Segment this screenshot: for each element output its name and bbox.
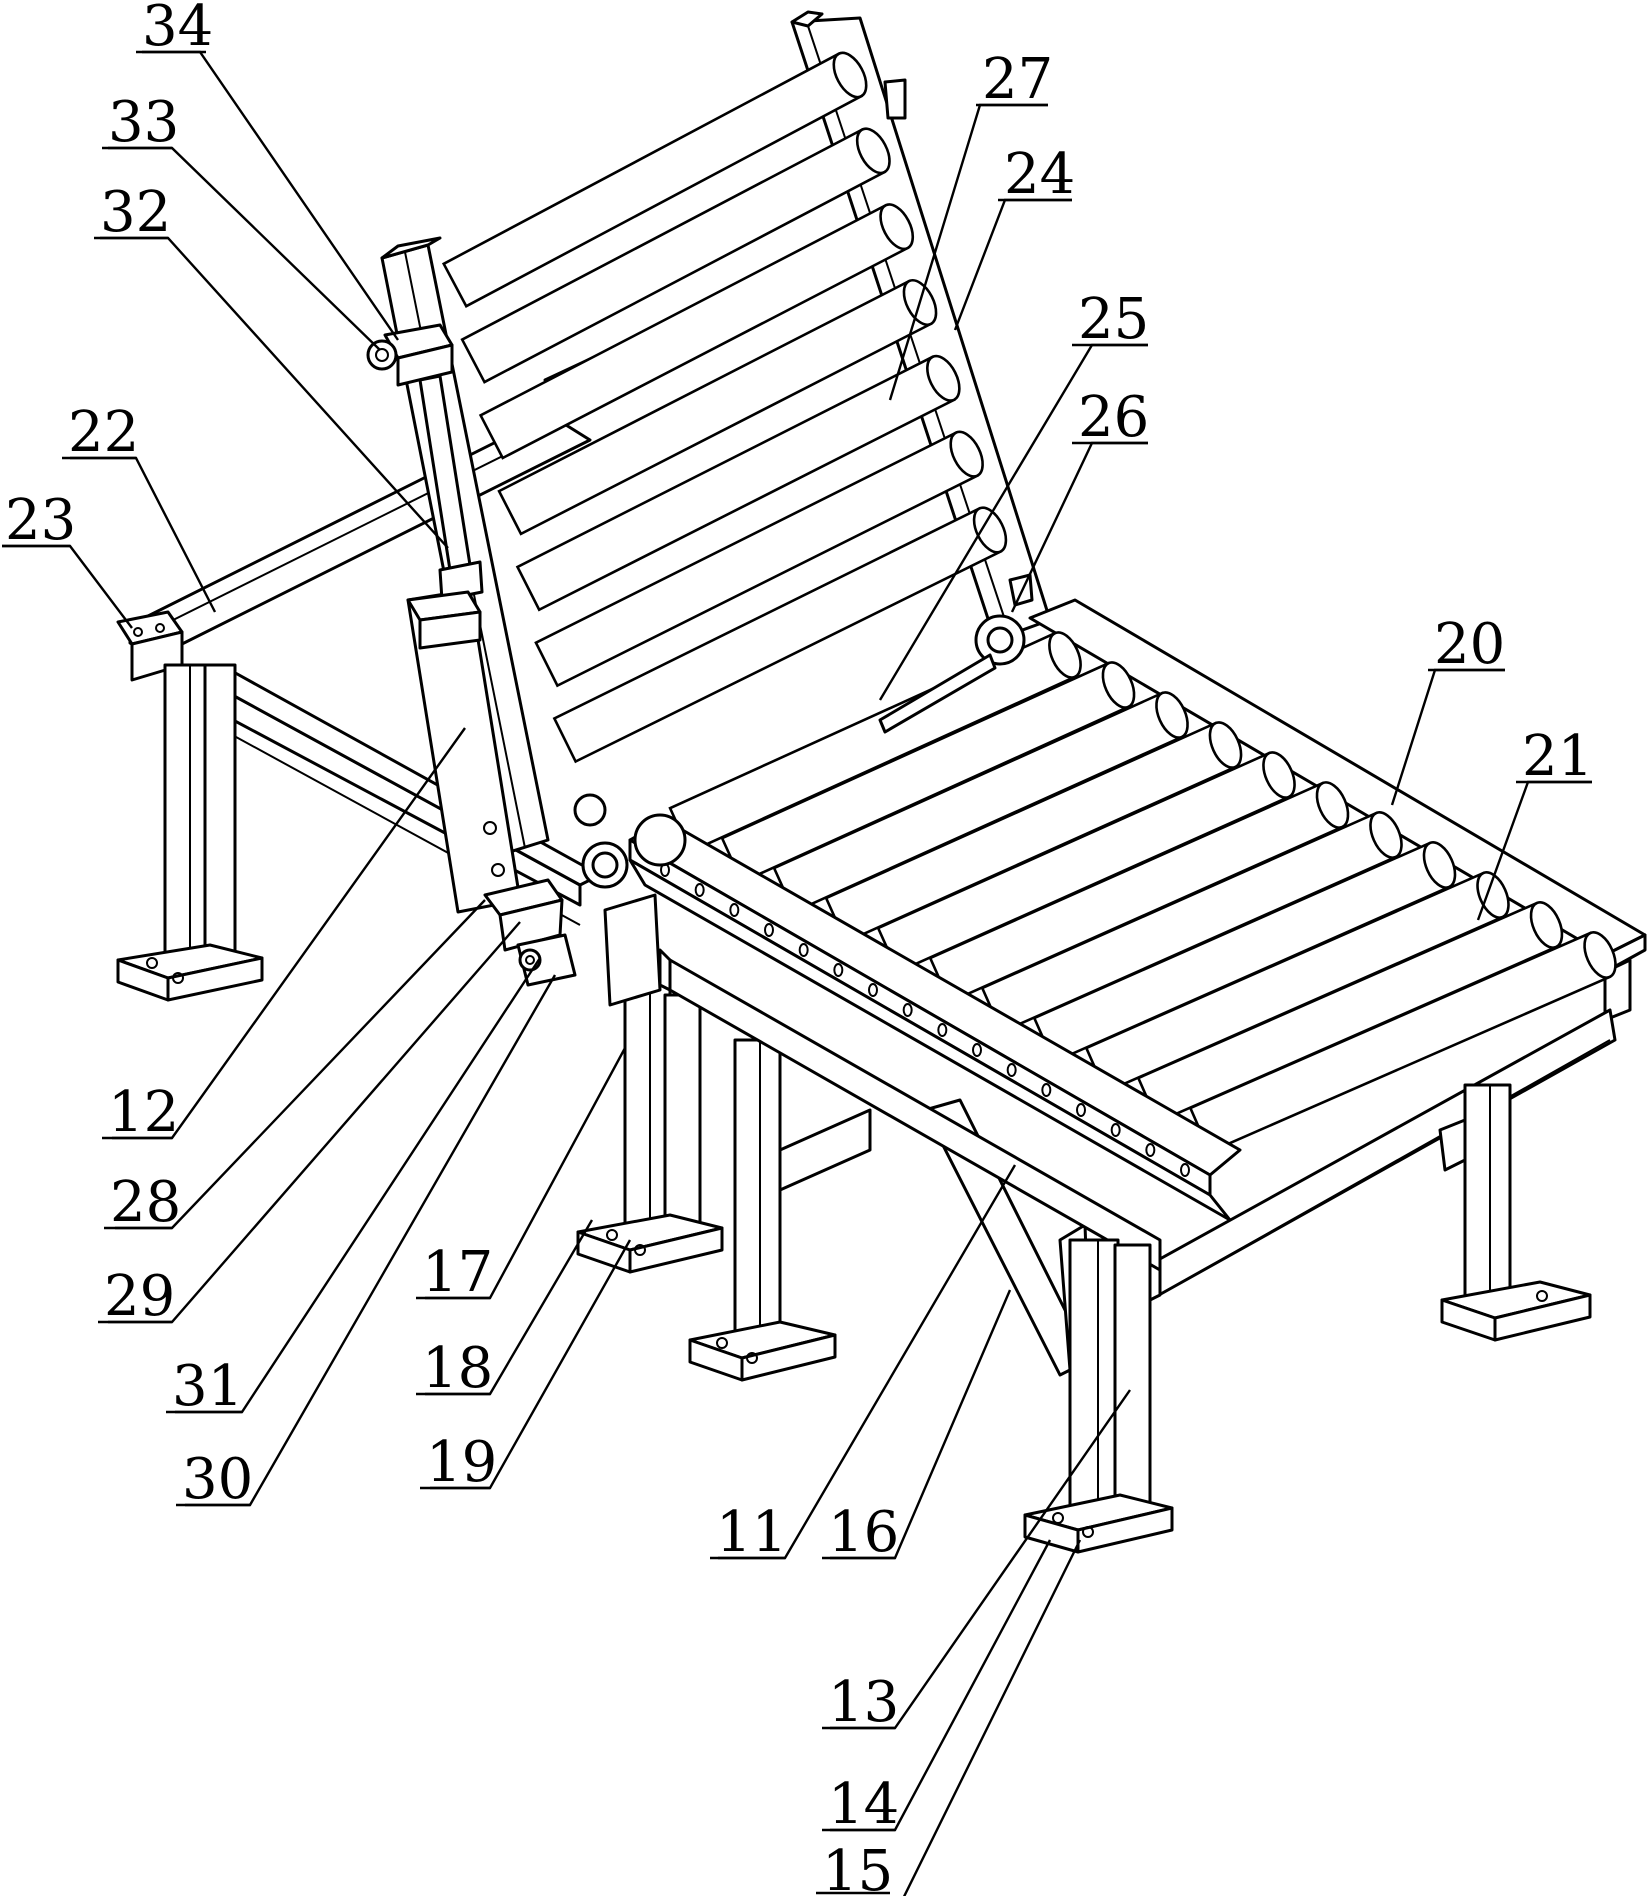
rail-hole	[833, 963, 844, 977]
label-32: 32	[100, 180, 171, 245]
label-30: 30	[182, 1447, 253, 1512]
label-25: 25	[1078, 287, 1149, 352]
tilted-roller	[515, 354, 961, 612]
tilted-roller	[534, 430, 984, 688]
label-27: 27	[982, 47, 1053, 112]
rail-hole	[1145, 1143, 1156, 1157]
rail-hole	[1006, 1063, 1017, 1077]
rail-hole	[1076, 1103, 1086, 1117]
rail-hole	[937, 1023, 948, 1037]
tilted-rollers	[441, 51, 1008, 764]
rail-hole	[694, 883, 705, 897]
cylinder-assembly	[366, 236, 577, 987]
middle-post	[688, 1038, 872, 1382]
horizontal-roller	[720, 661, 1136, 884]
rail-hole	[729, 903, 740, 917]
horizontal-rollers	[668, 631, 1617, 1154]
reference-labels: 34 33 32 22 23 27 24 25 26 20 21 12 28 2…	[2, 0, 1593, 1896]
rail-hole	[868, 983, 878, 997]
rail-hole	[972, 1043, 982, 1057]
horizontal-roller	[772, 691, 1189, 914]
horizontal-roller	[928, 781, 1350, 1004]
label-14: 14	[828, 1772, 899, 1837]
tilted-roller	[441, 51, 868, 308]
label-11: 11	[716, 1500, 787, 1565]
rail-hole	[1110, 1123, 1121, 1137]
label-28: 28	[110, 1170, 181, 1235]
label-16: 16	[828, 1500, 899, 1565]
label-24: 24	[1004, 142, 1075, 207]
label-12: 12	[108, 1080, 179, 1145]
label-17: 17	[422, 1240, 493, 1305]
label-20: 20	[1434, 612, 1505, 677]
horizontal-roller	[1084, 871, 1510, 1094]
rail-hole	[1041, 1083, 1052, 1097]
horizontal-roller	[1188, 931, 1617, 1154]
front-left-post	[576, 983, 724, 1274]
label-15: 15	[822, 1839, 893, 1896]
label-21: 21	[1522, 724, 1593, 789]
front-structure	[573, 573, 1592, 1554]
label-23: 23	[5, 488, 76, 553]
rail-hole	[764, 923, 774, 937]
tilted-roller	[552, 506, 1008, 764]
label-22: 22	[68, 400, 139, 465]
rail-hole	[798, 943, 809, 957]
label-33: 33	[108, 90, 179, 155]
label-29: 29	[104, 1264, 175, 1329]
label-13: 13	[828, 1670, 899, 1735]
rail-hole	[902, 1003, 913, 1017]
label-18: 18	[422, 1336, 493, 1401]
rail-hole	[1180, 1163, 1190, 1177]
label-19: 19	[426, 1430, 497, 1495]
tilted-roller	[478, 203, 915, 460]
label-31: 31	[172, 1354, 243, 1419]
label-26: 26	[1078, 385, 1149, 450]
label-34: 34	[142, 0, 213, 59]
tilted-roller	[460, 127, 891, 384]
